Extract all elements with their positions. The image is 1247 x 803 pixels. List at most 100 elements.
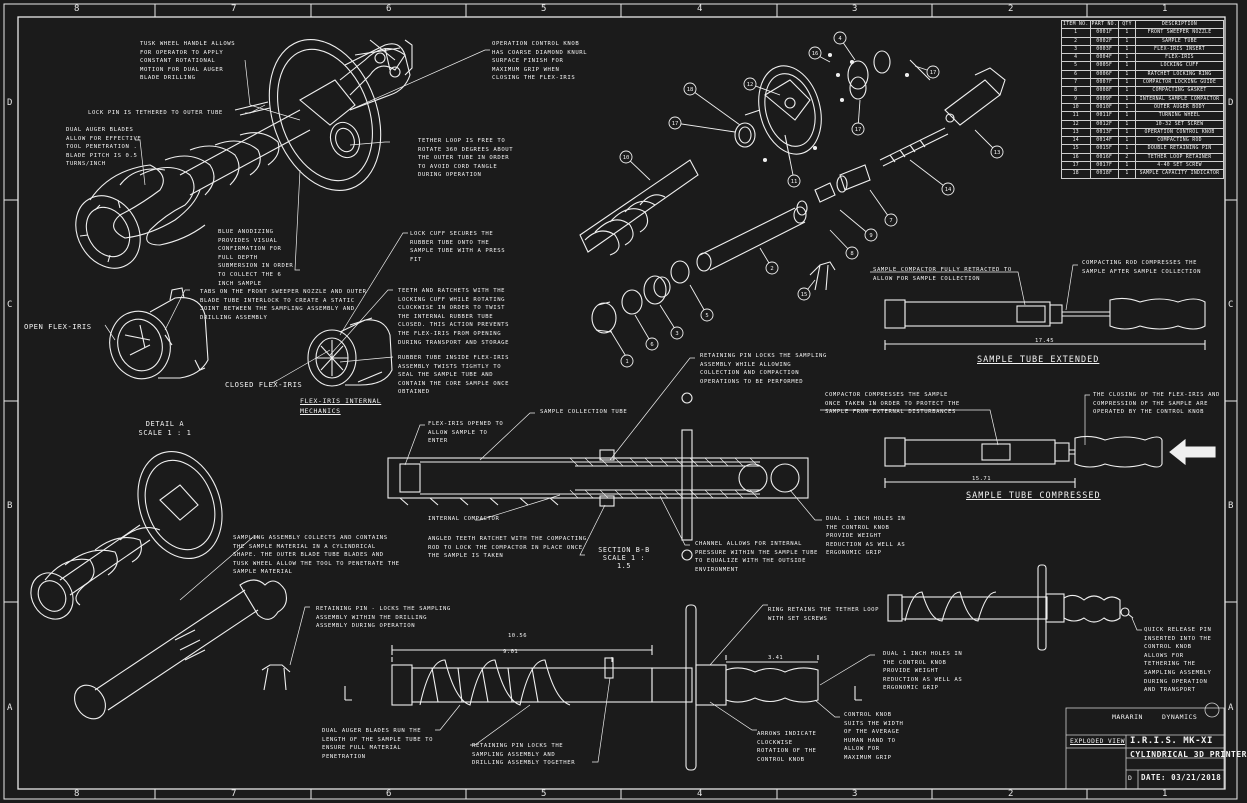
zone-col-4-bottom: 4 [697,789,703,799]
label-closed-flex-iris: CLOSED FLEX-IRIS [225,380,303,389]
balloon-17-mid [851,122,865,136]
bom-cell: DOUBLE RETAINING PIN [1135,144,1224,154]
zone-row-d-right: D [1228,98,1234,108]
balloon-1 [620,354,634,368]
bom-cell: 0009F [1089,94,1120,104]
note-internal-compactor: INTERNAL COMPACTOR [428,516,500,522]
balloon-num: 11 [791,179,798,185]
bom-cell: 0016F [1089,152,1120,163]
note-compactor-compresses: COMPACTOR COMPRESSES THE SAMPLE ONCE TAK… [825,392,960,416]
bom-cell: 8 [1061,86,1091,96]
zone-col-3-bottom: 3 [852,789,858,799]
exploded-view [579,50,1006,334]
bom-cell: 1 [1118,28,1137,38]
bom-cell: 0015F [1089,144,1120,154]
note-retaining-pin-locks: RETAINING PIN LOCKS THE SAMPLING ASSEMBL… [472,743,576,767]
balloon-11 [787,174,801,188]
note-blue-anodized: BLUE ANODIZING PROVIDES VISUAL CONFIRMAT… [218,229,294,287]
dimension-2: 9.01 [503,649,519,655]
leader-lines [104,49,1142,763]
balloon-num: 13 [994,150,1001,156]
bom-cell: 2 [1118,152,1137,163]
label-section-b-b: SECTION B-B SCALE 1 : 1.5 [598,546,650,570]
balloon-12 [743,77,757,91]
bom-cell: SAMPLE CAPACITY INDICATOR [1135,169,1224,179]
balloon-num: 7 [889,218,892,224]
note-quick-release: QUICK RELEASE PIN INSERTED INTO THE CONT… [1144,627,1212,694]
sample-tube-compressed [884,435,1216,488]
outer-border [3,3,1238,800]
bom-cell: FLEX-IRIS [1135,53,1224,63]
zone-col-1-bottom: 1 [1162,789,1168,799]
note-dual-auger: DUAL AUGER BLADES ALLOW FOR EFFECTIVE TO… [66,127,142,168]
note-tabs-front: TABS ON THE FRONT SWEEPER NOZZLE AND OUT… [200,289,367,321]
zone-col-3-top: 3 [852,4,858,14]
bom-cell: 1 [1118,69,1137,80]
bom-cell: 1 [1118,127,1137,138]
bom-cell: 17 [1061,161,1091,171]
note-sample-collection-tube: SAMPLE COLLECTION TUBE [540,409,628,415]
bom-cell: 14 [1061,136,1091,146]
note-arrows-indicate: ARROWS INDICATE CLOCKWISE ROTATION OF TH… [757,731,817,763]
balloon-num: 14 [945,187,952,193]
note-compactor-fully: SAMPLE COMPACTOR FULLY RETRACTED TO ALLO… [873,267,1012,282]
zone-col-7-top: 7 [231,4,237,14]
bom-cell: FLEX-IRIS INSERT [1135,44,1224,55]
company-name-2: DYNAMICS [1162,713,1198,721]
label-sample-tube-compressed: SAMPLE TUBE COMPRESSED [966,491,1101,501]
balloon-num: 12 [747,82,754,88]
bom-cell: COMPACTOR LOCKING GUIDE [1135,78,1224,88]
zone-row-a-left: A [7,703,13,713]
balloon-num: 9 [869,233,872,239]
balloon-7 [884,213,898,227]
auger-side-view [344,604,862,771]
bom-cell: 5 [1061,61,1091,71]
bom-cell: 0011F [1089,111,1120,121]
title-block-lines [1065,702,1225,790]
bom-header-qty: QTY [1118,19,1137,30]
balloon-num: 5 [705,313,708,319]
auger-isometric-bottom [30,450,291,720]
note-angled-teeth: ANGLED TEETH RATCHET WITH THE COMPACTING… [428,536,587,560]
label-detail-a: DETAIL A SCALE 1 : 1 [138,420,192,437]
zone-row-c-right: C [1228,300,1234,310]
balloon-8 [845,246,859,260]
bom-cell: 1 [1118,36,1137,46]
zone-row-d-left: D [7,98,13,108]
bom-cell: 9 [1061,94,1091,104]
balloon-6 [645,337,659,351]
bom-cell: 0004F [1089,53,1120,63]
note-channel: CHANNEL ALLOWS FOR INTERNAL PRESSURE WIT… [695,541,818,573]
balloon-9 [864,228,878,242]
bom-cell: 1 [1118,144,1137,154]
bom-cell: 7 [1061,78,1091,88]
balloon-10 [619,150,633,164]
part-balloons [609,31,1004,368]
bom-cell: 0001F [1089,28,1120,38]
bom-cell: 13 [1061,127,1091,138]
bom-cell: 18 [1061,169,1091,179]
bom-cell: 0017F [1089,161,1120,171]
auger-side-view-small [887,564,1134,651]
zone-col-6-bottom: 6 [386,789,392,799]
bom-cell: 0006F [1089,69,1120,80]
balloon-num: 17 [930,70,937,76]
bom-cell: COMPACTING ROD [1135,136,1224,146]
bom-cell: 0002F [1089,36,1120,46]
drawing-date: DATE: 03/21/2018 [1141,773,1222,782]
note-lock-cuff: LOCK CUFF SECURES THE RUBBER TUBE ONTO T… [410,231,506,263]
bom-cell: 15 [1061,144,1091,154]
note-compacting-rod: COMPACTING ROD COMPRESSES THE SAMPLE AFT… [1082,260,1202,275]
note-retaining-pin-sampling: RETAINING PIN LOCKS THE SAMPLING ASSEMBL… [700,353,827,385]
bom-cell: 6 [1061,69,1091,80]
dimension-3: 3.41 [768,655,784,661]
zone-row-b-right: B [1228,501,1234,511]
zone-col-1-top: 1 [1162,4,1168,14]
sample-tube-extended [884,297,1206,350]
